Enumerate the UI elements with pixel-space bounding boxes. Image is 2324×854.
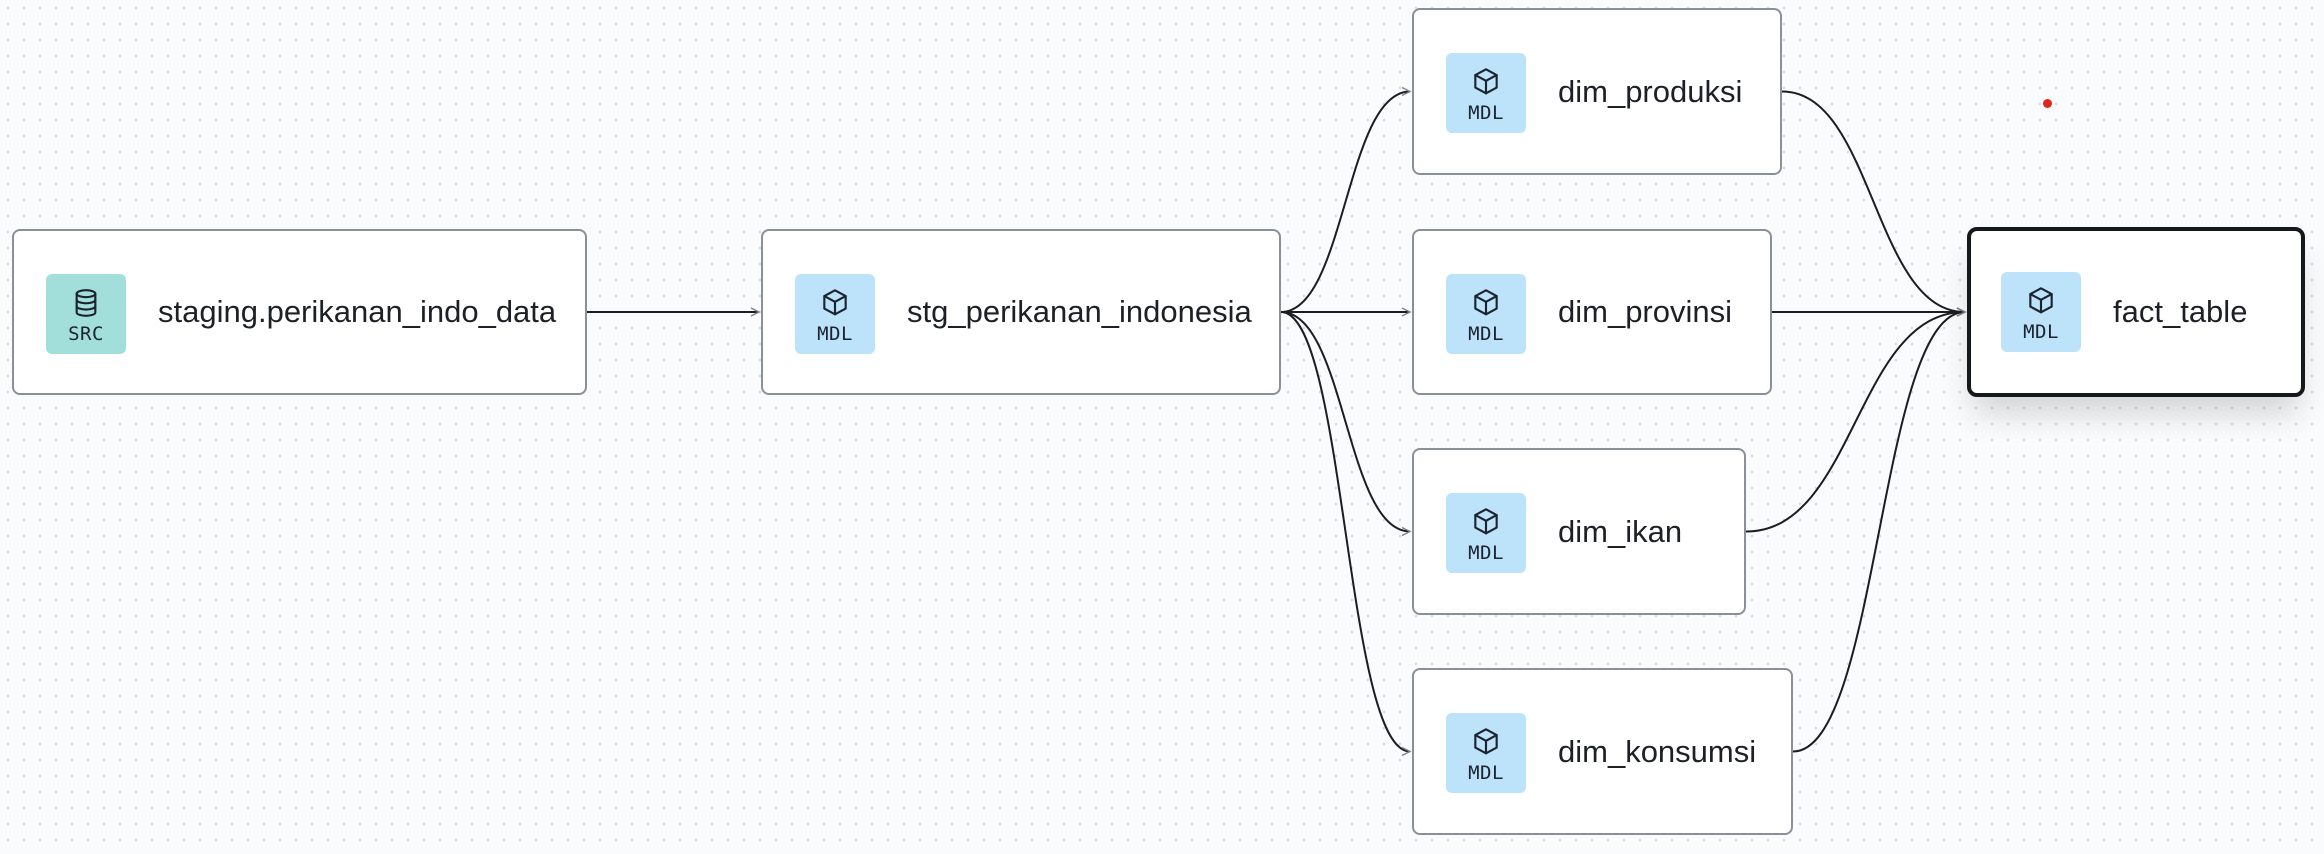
cube-icon: [1474, 68, 1498, 95]
node-label: dim_konsumsi: [1558, 733, 1757, 769]
edge-arrowhead: [750, 307, 761, 317]
database-icon: [75, 289, 97, 317]
edge-stg_perikanan_indonesia-to-dim_konsumsi: [1280, 311, 1411, 753]
edge-arrowhead: [1401, 307, 1412, 317]
node-label: dim_produksi: [1558, 73, 1743, 109]
node-label: staging.perikanan_indo_data: [158, 294, 557, 329]
model-badge: MDL: [1446, 274, 1526, 354]
edge-dim_produksi-to-fact_table: [1781, 90, 1966, 313]
cursor-marker: [2043, 99, 2052, 108]
edge-stg_perikanan_indonesia-to-dim_ikan: [1280, 311, 1411, 533]
node-staging-perikanan-indo-data[interactable]: SRC staging.perikanan_indo_data: [12, 229, 587, 395]
edge-stg_perikanan_indonesia-to-dim_produksi: [1280, 90, 1411, 313]
node-type-label: MDL: [2023, 321, 2059, 343]
node-type-label: MDL: [1468, 102, 1504, 124]
node-label: dim_provinsi: [1558, 294, 1733, 329]
cube-icon: [1474, 508, 1498, 535]
node-label: stg_perikanan_indonesia: [907, 294, 1252, 329]
node-dim-ikan[interactable]: MDL dim_ikan: [1412, 448, 1746, 615]
edge-arrowhead: [1956, 307, 1967, 317]
node-stg-perikanan-indonesia[interactable]: MDL stg_perikanan_indonesia: [761, 229, 1281, 395]
node-type-label: MDL: [1468, 762, 1504, 784]
model-badge: MDL: [1446, 713, 1526, 793]
cube-icon: [2029, 287, 2053, 314]
edge-arrowhead: [1956, 307, 1967, 317]
model-badge: MDL: [795, 274, 875, 354]
edge-arrowhead: [1401, 746, 1412, 757]
node-label: dim_ikan: [1558, 513, 1683, 549]
node-dim-provinsi[interactable]: MDL dim_provinsi: [1412, 229, 1772, 395]
source-badge: SRC: [46, 274, 126, 354]
node-type-label: SRC: [68, 323, 104, 345]
node-type-label: MDL: [817, 323, 853, 345]
node-label: fact_table: [2113, 294, 2248, 329]
node-type-label: MDL: [1468, 542, 1504, 564]
node-type-label: MDL: [1468, 323, 1504, 345]
edge-arrowhead: [1401, 526, 1412, 537]
node-dim-konsumsi[interactable]: MDL dim_konsumsi: [1412, 668, 1793, 835]
edge-dim_konsumsi-to-fact_table: [1792, 311, 1966, 753]
cube-icon: [1474, 289, 1498, 316]
model-badge: MDL: [2001, 272, 2081, 352]
cube-icon: [823, 289, 847, 316]
model-badge: MDL: [1446, 53, 1526, 133]
edge-arrowhead: [1956, 307, 1967, 317]
cube-icon: [1474, 728, 1498, 755]
edge-dim_ikan-to-fact_table: [1745, 311, 1966, 533]
node-dim-produksi[interactable]: MDL dim_produksi: [1412, 8, 1782, 175]
node-fact-table[interactable]: MDL fact_table: [1967, 227, 2305, 397]
model-badge: MDL: [1446, 493, 1526, 573]
edge-arrowhead: [1956, 307, 1967, 317]
edge-arrowhead: [1401, 86, 1412, 97]
